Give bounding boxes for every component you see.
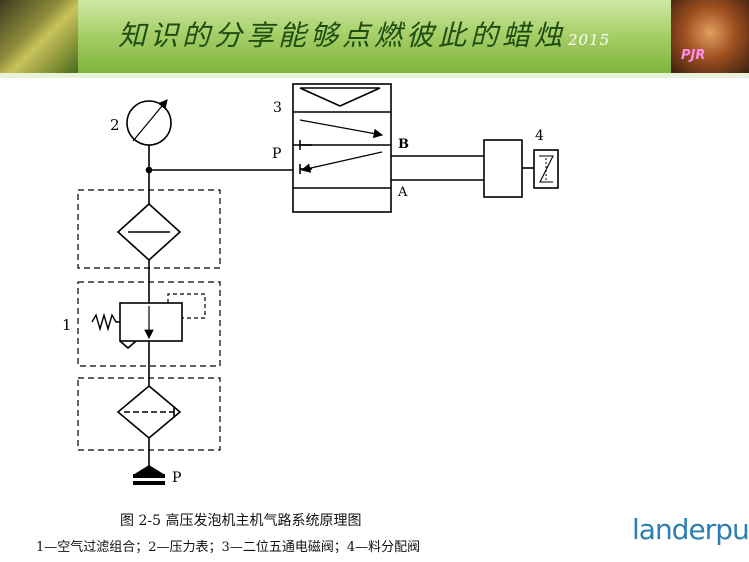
header-title-text: 知识的分享能够点燃彼此的蜡烛 xyxy=(118,19,567,52)
separator-symbol xyxy=(116,384,182,440)
pressure-gauge xyxy=(126,99,172,146)
solenoid-valve xyxy=(292,83,392,213)
solenoid-label: 3 xyxy=(273,100,282,116)
header-right-image: PJR xyxy=(671,0,749,73)
header-stripe xyxy=(0,73,749,78)
brand-watermark: landerpu xyxy=(632,513,749,546)
port-p-label: P xyxy=(272,146,281,162)
regulator-symbol xyxy=(91,293,206,350)
supply-port-label: P xyxy=(172,470,181,486)
logo-text: PJR xyxy=(681,48,706,63)
header-left-image xyxy=(0,0,78,73)
filter-housing xyxy=(77,189,221,269)
dispenser-label: 4 xyxy=(535,128,544,144)
port-a-label: A xyxy=(397,185,408,200)
header-year: 2015 xyxy=(568,31,611,49)
supply-port-symbol xyxy=(133,465,165,485)
gauge-label: 2 xyxy=(110,116,120,134)
separator-housing xyxy=(77,377,221,451)
dispenser-valve xyxy=(483,139,559,198)
port-b-label: B xyxy=(398,137,409,152)
figure-legend: 1—空气过滤组合；2—压力表；3—二位五通电磁阀；4—料分配阀 xyxy=(36,540,421,555)
regulator-housing xyxy=(77,281,221,367)
valve-unit-label: 1 xyxy=(62,316,72,334)
figure-caption: 图 2-5 高压发泡机主机气路系统原理图 xyxy=(120,513,362,529)
filter-symbol xyxy=(116,202,182,262)
